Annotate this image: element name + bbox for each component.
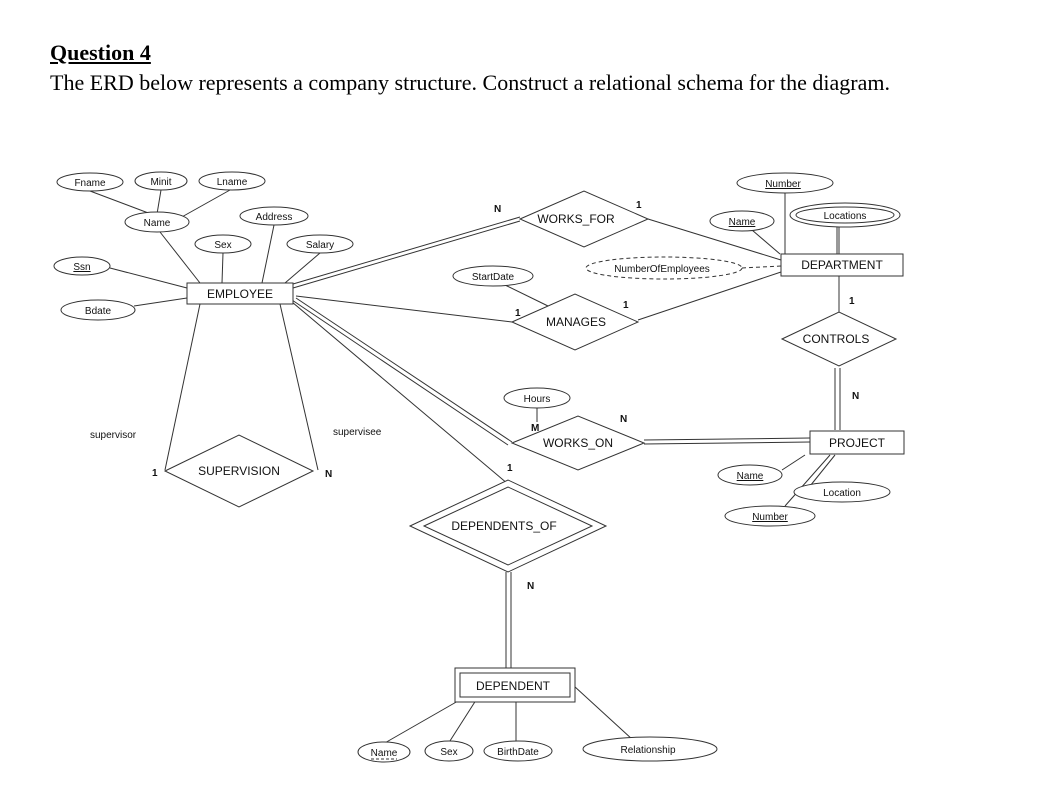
attribute-salary: Salary [286,234,354,254]
question-text: The ERD below represents a company struc… [50,70,890,95]
cardinality-supervision-supervisee: N [325,469,332,480]
relationship-works-on-label: WORKS_ON [543,436,613,450]
attribute-ssn-label: Ssn [73,262,90,273]
relationship-controls-label: CONTROLS [803,332,870,346]
cardinality-dependents-of-dependent: N [527,581,534,592]
entity-project: PROJECT [809,430,905,455]
attribute-hours: Hours [503,387,571,409]
attribute-lname: Lname [198,171,266,191]
cardinality-manages-department: 1 [623,300,629,311]
attribute-project-number-label: Number [752,512,788,523]
attribute-dependent-sex-label: Sex [440,747,457,758]
attribute-dependent-name-partial-key: Name [357,741,411,763]
role-supervisor: supervisor [90,430,137,441]
attribute-birth-date: BirthDate [483,740,553,762]
relationship-works-on: WORKS_ON [510,415,646,471]
entity-dependent-label: DEPENDENT [476,679,551,693]
attribute-minit: Minit [134,171,188,191]
cardinality-works-on-project: N [620,414,627,425]
attribute-location-label: Location [823,488,861,499]
connector-lines [89,189,841,745]
attribute-department-name-key: Name [709,210,775,232]
attribute-department-name-label: Name [729,217,756,228]
cardinality-works-on-employee: M [531,423,539,434]
attribute-department-number-key: Number [736,172,834,194]
attribute-dependent-sex: Sex [424,740,474,762]
cardinality-controls-project: N [852,391,859,402]
attribute-locations-label: Locations [824,211,867,222]
attribute-dependent-name-label: Name [371,748,398,759]
attribute-address: Address [239,206,309,226]
entity-department: DEPARTMENT [780,253,904,277]
cardinality-manages-employee: 1 [515,308,521,319]
relationship-controls: CONTROLS [780,311,898,367]
entity-department-label: DEPARTMENT [801,258,883,272]
attribute-minit-label: Minit [150,177,171,188]
attribute-relationship-label: Relationship [620,745,675,756]
attribute-location: Location [793,481,891,503]
relationship-manages-label: MANAGES [546,315,606,329]
attribute-birth-date-label: BirthDate [497,747,539,758]
attribute-hours-label: Hours [524,394,551,405]
attribute-lname-label: Lname [217,177,248,188]
attribute-ssn-key: Ssn [53,256,111,276]
attribute-locations-multivalued: Locations [789,202,901,228]
entity-project-label: PROJECT [829,436,886,450]
attribute-start-date-label: StartDate [472,272,515,283]
attribute-employee-name-label: Name [144,218,171,229]
relationship-supervision: SUPERVISION [163,434,315,508]
attribute-project-name-label: Name [737,471,764,482]
attribute-number-of-employees-label: NumberOfEmployees [614,264,710,275]
attribute-start-date: StartDate [452,265,534,287]
attribute-salary-label: Salary [306,240,334,251]
relationship-dependents-of-identifying: DEPENDENTS_OF [408,479,608,573]
attribute-number-of-employees-derived: NumberOfEmployees [585,256,743,280]
attribute-sex: Sex [194,234,252,254]
attribute-employee-name: Name [124,211,190,233]
attribute-bdate-label: Bdate [85,306,112,317]
attribute-bdate: Bdate [60,299,136,321]
attribute-department-number-label: Number [765,179,801,190]
entity-employee-label: EMPLOYEE [207,287,273,301]
attribute-relationship: Relationship [582,736,718,762]
role-supervisee: supervisee [333,427,382,438]
attribute-project-number-key: Number [724,505,816,527]
relationship-dependents-of-label: DEPENDENTS_OF [451,519,556,533]
attribute-sex-label: Sex [214,240,231,251]
relationship-manages: MANAGES [510,293,640,351]
attribute-address-label: Address [256,212,293,223]
cardinality-controls-department: 1 [849,296,855,307]
cardinality-works-for-department: 1 [636,200,642,211]
cardinality-works-for-employee: N [494,204,501,215]
cardinality-dependents-of-employee: 1 [507,463,513,474]
entity-dependent-weak: DEPENDENT [454,667,576,703]
attribute-project-name-key: Name [717,464,783,486]
attribute-fname-label: Fname [74,178,106,189]
entity-employee: EMPLOYEE [186,282,294,305]
relationship-supervision-label: SUPERVISION [198,464,280,478]
cardinality-supervision-supervisor: 1 [152,468,158,479]
relationship-works-for-label: WORKS_FOR [537,212,615,226]
question-title: Question 4 [50,40,151,65]
attribute-fname: Fname [56,172,124,192]
relationship-works-for: WORKS_FOR [518,190,650,248]
